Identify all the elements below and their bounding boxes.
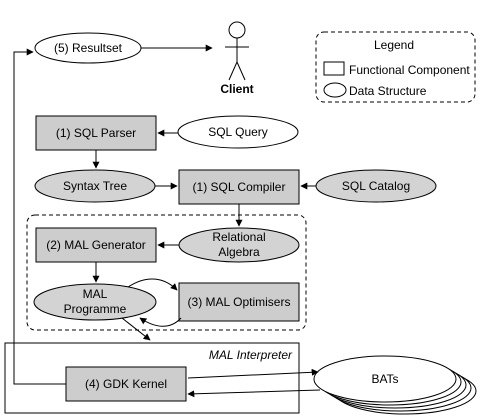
bats-node	[313, 355, 457, 403]
sql-compiler-node	[178, 169, 300, 205]
client-actor-icon	[225, 21, 249, 81]
sql-parser-label: (1) SQL Parser	[56, 126, 136, 140]
mal-programme-line1: MAL	[83, 287, 108, 301]
edge-kernel-bats-top	[187, 368, 319, 379]
mal-optimisers-node	[178, 282, 300, 322]
edge-programme-interpreter	[121, 317, 151, 341]
resultset-label: (5) Resultset	[54, 41, 123, 55]
bats-label: BATs	[371, 372, 398, 386]
legend-data-structure: Data Structure	[349, 84, 427, 98]
legend-data-swatch	[323, 82, 347, 98]
mal-interpreter-label: MAL Interpreter	[209, 348, 293, 362]
sql-query-node	[177, 115, 299, 149]
bats-stack	[313, 355, 477, 415]
mal-generator-node	[35, 227, 157, 263]
mal-generator-label: (2) MAL Generator	[46, 238, 146, 252]
mal-interpreter-box	[4, 342, 300, 414]
client-label: Client	[220, 82, 253, 96]
legend-functional-component: Functional Component	[349, 63, 470, 77]
mal-optimisers-label: (3) MAL Optimisers	[188, 295, 291, 309]
mal-region-box	[26, 214, 307, 331]
gdk-kernel-label: (4) GDK Kernel	[85, 377, 167, 391]
gdk-kernel-node	[65, 366, 187, 402]
sql-parser-node	[35, 115, 157, 151]
edge-programme-optimisers	[127, 278, 178, 291]
legend: Legend Functional Component Data Structu…	[315, 31, 476, 103]
sql-catalog-label: SQL Catalog	[342, 179, 410, 193]
sql-compiler-label: (1) SQL Compiler	[193, 180, 286, 194]
legend-component-swatch	[323, 61, 345, 76]
edge-kernel-resultset	[13, 48, 66, 385]
mal-programme-node	[33, 283, 157, 321]
mal-programme-line2: Programme	[64, 302, 127, 316]
legend-title: Legend	[374, 38, 414, 52]
relational-algebra-line1: Relational	[212, 230, 265, 244]
syntax-tree-label: Syntax Tree	[63, 179, 127, 193]
relational-algebra-line2: Algebra	[218, 245, 260, 259]
edge-bats-kernel-bottom	[187, 389, 321, 398]
edge-optimisers-programme	[139, 317, 182, 327]
sql-query-label: SQL Query	[208, 125, 268, 139]
edges	[13, 44, 321, 398]
